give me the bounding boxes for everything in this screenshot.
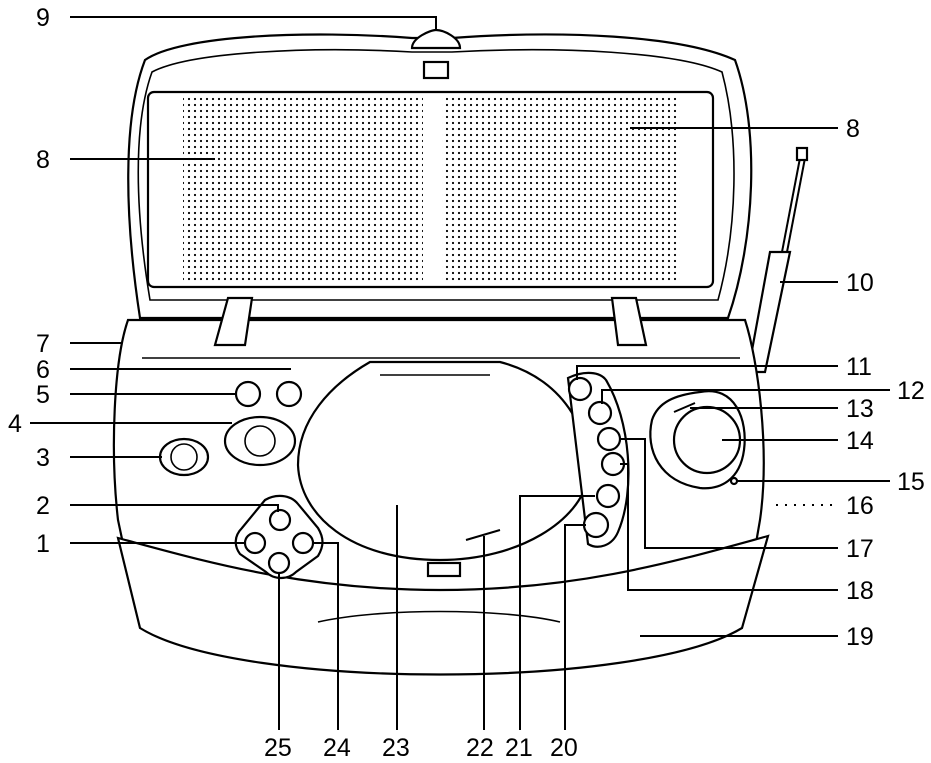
callout-2: 2 [36,492,50,520]
callout-7: 7 [36,330,50,358]
button-1[interactable] [243,531,267,555]
button-11[interactable] [567,376,593,402]
callout-20: 20 [550,734,578,762]
button-12[interactable] [587,400,613,426]
callout-1: 1 [36,530,50,558]
tuning-indicator [673,402,696,413]
lid-inner-edge [137,48,735,301]
callout-19: 19 [846,623,874,651]
callout-8-left: 8 [36,146,50,174]
callout-17: 17 [846,535,874,563]
leader-lines [30,16,890,730]
antenna-tip [795,146,809,162]
callout-9: 9 [36,4,50,32]
cd-tab [426,561,462,578]
callout-15: 15 [897,468,925,496]
button-25[interactable] [267,551,291,575]
left-speaker-grille [183,97,423,282]
button-21[interactable] [595,483,621,509]
callout-22: 22 [466,734,494,762]
callout-numbers: 9 8 8 10 7 6 5 4 3 2 1 11 12 13 14 15 16… [8,4,925,762]
callout-25: 25 [264,734,292,762]
button-20[interactable] [582,511,610,539]
cd-door-handle [465,529,501,541]
callout-23: 23 [382,734,410,762]
callout-12: 12 [897,377,925,405]
callout-21: 21 [505,734,533,762]
callout-10: 10 [846,269,874,297]
right-controls [566,371,630,548]
latch-catch [422,60,450,80]
callout-24: 24 [323,734,351,762]
callout-11: 11 [846,353,872,381]
lid [127,28,753,320]
cd-compartment [296,360,590,578]
callout-3: 3 [36,444,50,472]
antenna-base [746,250,792,374]
left-controls [158,380,324,580]
lid-latch [410,28,462,50]
callout-4: 4 [8,410,22,438]
right-hinge [610,296,648,347]
left-hinge [213,296,254,347]
button-2[interactable] [268,508,292,532]
right-speaker-grille [442,97,680,282]
antenna [746,146,809,374]
button-17[interactable] [596,426,622,452]
callout-14: 14 [846,427,874,455]
knob-4[interactable] [223,415,297,467]
cd-door [296,360,590,562]
indicator-led [729,476,739,486]
callout-6: 6 [36,356,50,384]
callout-16: 16 [846,492,874,520]
direction-pad [234,494,324,580]
button-24[interactable] [291,531,315,555]
tuning-area [649,390,746,490]
button-6[interactable] [275,380,303,408]
callout-8-right: 8 [846,115,860,143]
button-5[interactable] [234,380,262,408]
callout-13: 13 [846,395,874,423]
callout-5: 5 [36,381,50,409]
callout-18: 18 [846,577,874,605]
